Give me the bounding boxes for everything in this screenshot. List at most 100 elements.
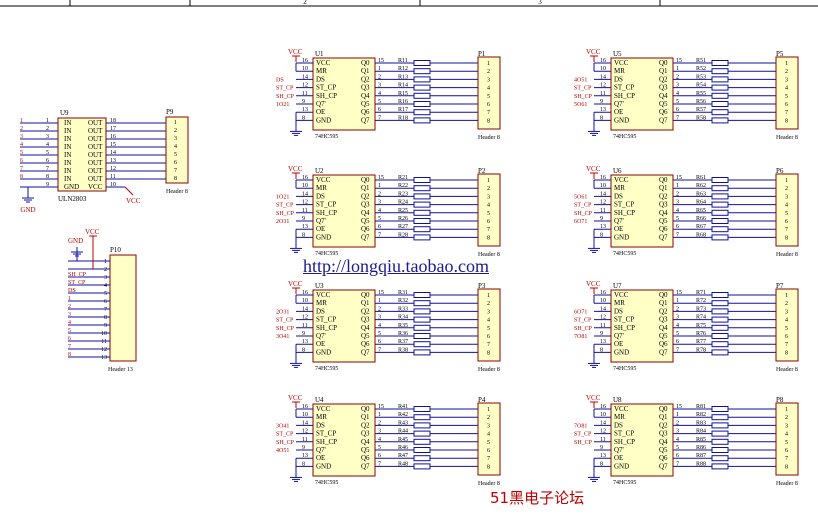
u1-lpin-num-10: 10 [302, 66, 308, 72]
u8-designator: U8 [613, 396, 622, 404]
u6-rpin-name-3: Q3 [659, 201, 668, 209]
u7-vcc-label: VCC [586, 280, 601, 288]
u2-res-label-1: R22 [398, 183, 408, 189]
u4-part-name: 74HC595 [315, 480, 338, 486]
u3-resistor-4 [413, 324, 431, 331]
u3-header-body [477, 288, 501, 362]
u6-rpin-num-5: 5 [676, 216, 679, 222]
u4-body [312, 403, 376, 477]
u5-resistor-4 [711, 92, 729, 99]
u2-rpin-num-15: 15 [378, 175, 384, 181]
p10-pin-num-9: 9 [104, 323, 107, 329]
u8-resistor-6 [711, 455, 729, 462]
p10-vcc-label: VCC [85, 228, 100, 236]
u3-designator: U3 [315, 282, 324, 290]
u7-lpin-num-9: 9 [600, 331, 603, 337]
u1-lpin-num-12: 12 [302, 83, 308, 89]
u6-header-body [775, 173, 799, 247]
u3-rpin-num-4: 4 [378, 323, 381, 329]
u8-rpin-name-7: Q7 [659, 462, 668, 470]
u5-lpin-num-11: 11 [600, 91, 606, 97]
u6-header-part-name: Header 8 [776, 252, 798, 258]
u1-resistor-3 [413, 84, 431, 91]
u4-rpin-name-7: Q7 [361, 462, 370, 470]
p10-body [109, 254, 137, 362]
u9-left-pin-num: 1 [46, 118, 49, 124]
u1-part-name: 74HC595 [315, 134, 338, 140]
u8-lpin-name-13: OE [614, 454, 623, 462]
u4-res-label-0: R41 [398, 404, 408, 410]
p9-part-name: Header 8 [166, 189, 188, 195]
u1-lpin-num-11: 11 [302, 91, 308, 97]
u7-output-net: 7O81 [574, 334, 587, 340]
u6-res-label-6: R67 [696, 224, 706, 230]
u5-lpin-name-14: DS [614, 75, 623, 83]
u8-rpin-name-5: Q5 [659, 446, 668, 454]
u4-res-label-1: R42 [398, 412, 408, 418]
u6-rpin-num-2: 2 [676, 191, 679, 197]
u8-header-pin-2: 2 [785, 415, 788, 421]
u6-resistor-0 [711, 177, 729, 183]
u3-res-label-2: R33 [398, 306, 408, 312]
u8-lpin-name-16: VCC [614, 405, 629, 413]
p9-pin-3: 3 [174, 136, 177, 142]
u7-res-label-1: R72 [696, 298, 706, 304]
u5-rpin-name-4: Q4 [659, 92, 668, 100]
p10-pin-num-1: 1 [104, 259, 107, 265]
u2-rpin-num-7: 7 [378, 232, 381, 238]
store-url[interactable]: http://longqiu.taobao.com [303, 256, 489, 276]
u3-header-pin-1: 1 [487, 293, 490, 299]
u5-header-part-name: Header 8 [776, 135, 798, 141]
u7-rpin-num-6: 6 [676, 339, 679, 345]
u3-lpin-name-9: Q7' [316, 332, 326, 340]
u2-header-pin-4: 4 [487, 203, 490, 209]
u9-input-net-7: 7 [20, 166, 23, 172]
u3-lpin-num-11: 11 [302, 323, 308, 329]
p9-pin-4: 4 [174, 144, 177, 150]
u6-lpin-name-8: GND [614, 233, 629, 241]
u9-input-net-2: 2 [20, 126, 23, 132]
u6-header-pin-1: 1 [785, 178, 788, 184]
u5-lpin-num-8: 8 [600, 115, 603, 121]
u8-res-label-7: R88 [696, 461, 706, 467]
u3-lpin-name-11: SH_CP [316, 324, 337, 332]
u1-header-pin-1: 1 [487, 61, 490, 67]
u6-rpin-name-4: Q4 [659, 209, 668, 217]
u6-lpin-num-10: 10 [600, 183, 606, 189]
u2-rpin-name-3: Q3 [361, 201, 370, 209]
u5-vcc-label: VCC [586, 48, 601, 56]
u9-right-pin-name: VCC [88, 183, 103, 191]
u2-resistor-7 [413, 234, 431, 241]
u8-stcp-net: ST_CP [574, 432, 592, 438]
u2-resistor-6 [413, 226, 431, 233]
p10-part-name: Header 13 [108, 367, 133, 373]
u9-left-pin-name: IN [64, 167, 71, 175]
u1-lpin-num-14: 14 [302, 74, 308, 80]
p10-net-11: 6 [68, 336, 71, 342]
u7-rpin-name-6: Q6 [659, 340, 668, 348]
u1-header-pin-5: 5 [487, 94, 490, 100]
u1-res-label-3: R14 [398, 83, 408, 89]
u6-resistor-1 [711, 185, 729, 192]
u1-header-pin-8: 8 [487, 118, 490, 124]
u8-resistor-5 [711, 447, 729, 453]
u7-header-part-name: Header 8 [776, 367, 798, 373]
u3-resistor-1 [413, 300, 431, 307]
u4-lpin-name-10: MR [316, 413, 327, 421]
u5-rpin-name-3: Q3 [659, 84, 668, 92]
u3-res-label-6: R37 [398, 339, 408, 345]
u7-lpin-name-10: MR [614, 299, 625, 307]
u8-res-label-3: R84 [696, 429, 706, 435]
u7-lpin-num-11: 11 [600, 323, 606, 329]
u9-right-pin-num: 10 [110, 182, 116, 188]
u7-header-pin-3: 3 [785, 309, 788, 315]
u7-lpin-num-10: 10 [600, 298, 606, 304]
u5-input-net: 4O51 [574, 77, 587, 83]
u9-input-net-1: 1 [20, 118, 23, 124]
p10-pin-num-3: 3 [104, 275, 107, 281]
u4-rpin-name-3: Q3 [361, 430, 370, 438]
u1-header-pin-3: 3 [487, 77, 490, 83]
u7-lpin-num-16: 16 [600, 290, 606, 296]
u5-rpin-num-15: 15 [676, 58, 682, 64]
u7-lpin-name-11: SH_CP [614, 324, 635, 332]
